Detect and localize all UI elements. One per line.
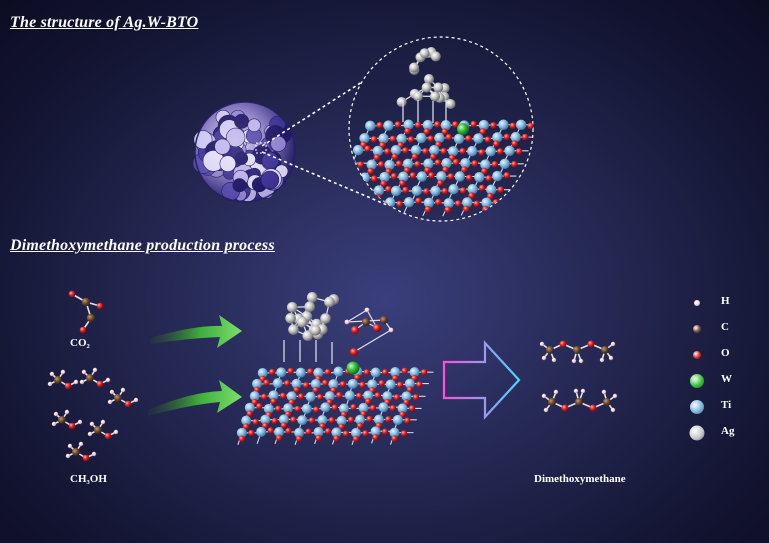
silver-atom-icon bbox=[689, 425, 705, 441]
legend-item-w: W bbox=[685, 368, 745, 394]
legend-item-c: C bbox=[685, 316, 745, 342]
tungsten-atom-icon bbox=[690, 374, 704, 388]
catalyst-surface bbox=[236, 292, 434, 446]
process-heading: Dimethoxymethane production process bbox=[10, 237, 275, 254]
legend-item-ti: Ti bbox=[685, 394, 745, 420]
zoom-circle bbox=[348, 36, 534, 222]
atom-legend: H C O W Ti Ag bbox=[685, 290, 745, 446]
co2-reaction-arrow bbox=[150, 315, 242, 348]
methanol-reaction-arrow bbox=[148, 380, 242, 416]
dimethoxymethane-molecules bbox=[539, 340, 618, 413]
zoom-line-top bbox=[261, 81, 363, 147]
structure-heading: The structure of Ag.W-BTO bbox=[10, 14, 199, 31]
methanol-molecules bbox=[47, 367, 139, 462]
co2-molecule bbox=[68, 290, 104, 334]
product-label: Dimethoxymethane bbox=[534, 473, 626, 485]
zoom-line-bottom bbox=[261, 151, 388, 206]
hydrogen-atom-icon bbox=[694, 300, 700, 306]
legend-item-ag: Ag bbox=[685, 420, 745, 446]
oxygen-atom-icon bbox=[693, 351, 701, 359]
bto-nanosphere bbox=[192, 101, 296, 203]
co2-label: CO₂ bbox=[70, 337, 90, 349]
process-arrow bbox=[442, 340, 521, 420]
titanium-atom-icon bbox=[690, 400, 704, 414]
methanol-label: CH₃OH bbox=[70, 473, 107, 485]
legend-item-h: H bbox=[685, 290, 745, 316]
legend-item-o: O bbox=[685, 342, 745, 368]
carbon-atom-icon bbox=[693, 325, 701, 333]
